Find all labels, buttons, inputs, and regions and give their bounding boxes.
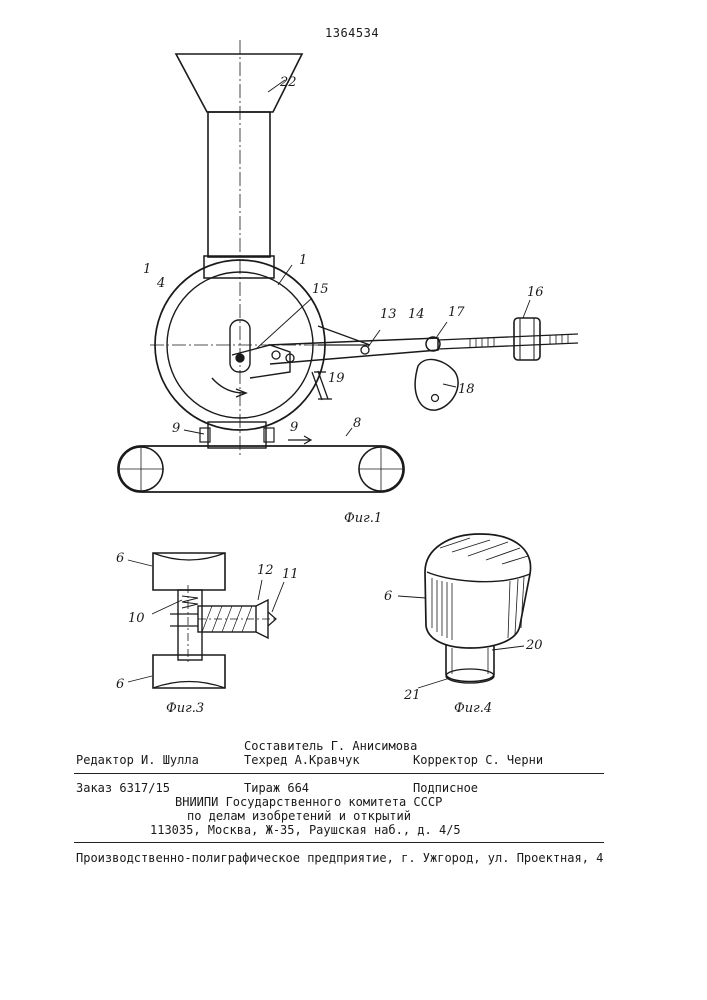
feed-tube [208,112,270,257]
figure-3-caption: Фиг.3 [166,701,204,716]
label-17: 17 [448,305,465,320]
cam [415,359,458,410]
imprint-org-line1: ВНИИПИ Государственного комитета СССР [175,795,442,809]
figure-1: 22 1 1 4 15 13 14 17 16 19 18 9 9 8 Фиг.… [118,40,578,526]
label-21: 21 [403,688,421,703]
counterweight-nut [514,318,540,360]
imprint-techred: Техред А.Кравчук [244,753,360,767]
label-13: 13 [380,307,397,322]
label-6b: 6 [116,677,124,692]
label-12: 12 [257,563,274,578]
imprint-editor: Редактор И. Шулла [76,753,199,767]
label-10: 10 [128,611,145,626]
label-9a: 9 [172,421,180,436]
label-14: 14 [408,307,425,322]
figure-4-caption: Фиг.4 [454,701,492,716]
label-4: 4 [156,276,165,291]
figure-3: 6 12 11 10 6 Фиг.3 [116,551,299,716]
imprint-subscription: Подписное [413,781,478,795]
imprint-rule-top [74,773,604,774]
label-18: 18 [458,382,475,397]
label-9b: 9 [290,420,298,435]
imprint-compiler: Составитель Г. Анисимова [244,739,417,753]
label-20: 20 [525,638,543,653]
imprint-printer: Производственно-полиграфическое предприя… [76,851,603,865]
label-6: 6 [384,589,392,604]
imprint-rule-bottom [74,842,604,843]
label-22: 22 [279,75,297,90]
label-1a: 1 [143,262,151,277]
label-16: 16 [527,285,544,300]
imprint-org-line2: по делам изобретений и открытий [187,809,411,823]
label-11: 11 [282,567,299,582]
label-15: 15 [312,282,329,297]
imprint-corrector: Корректор С. Черни [413,753,543,767]
shaft [446,645,494,682]
imprint-address: 113035, Москва, Ж-35, Раушская наб., д. … [150,823,461,837]
technical-drawings: 22 1 1 4 15 13 14 17 16 19 18 9 9 8 Фиг.… [0,0,707,740]
label-1b: 1 [299,253,307,268]
label-6a: 6 [116,551,124,566]
label-8: 8 [353,416,361,431]
imprint-order: Заказ 6317/15 [76,781,170,795]
roller-body [425,534,531,648]
figure-1-caption: Фиг.1 [344,511,382,526]
figure-4: 6 20 21 Фиг.4 [384,534,543,716]
imprint-circulation: Тираж 664 [244,781,309,795]
upper-roller [153,553,225,590]
label-19: 19 [328,371,345,386]
